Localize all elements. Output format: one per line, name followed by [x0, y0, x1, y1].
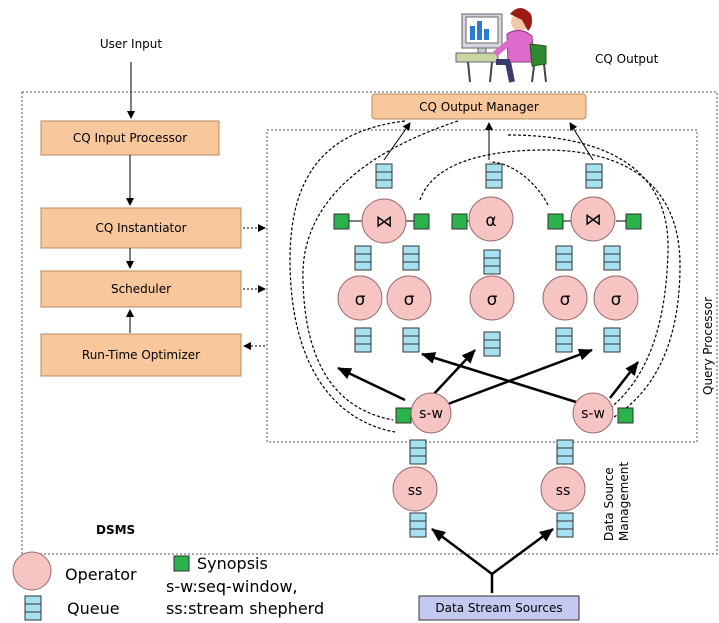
- queue: [603, 245, 621, 271]
- seq-window-operator: s-w: [572, 392, 614, 434]
- aggregate-operator: α: [468, 196, 514, 242]
- dsms-label: DSMS: [96, 523, 135, 537]
- seq-window-operator-label: s-w: [419, 406, 443, 422]
- legend-ss-definition: ss:stream shepherd: [166, 599, 324, 618]
- select-operator: σ: [542, 275, 588, 321]
- cq-output-manager-box: CQ Output Manager: [371, 93, 587, 120]
- queue: [402, 245, 420, 271]
- data-source-management-label-2: Management: [617, 462, 631, 541]
- cq-instantiator-label: CQ Instantiator: [95, 221, 186, 235]
- stream-shepherd-operator: ss: [540, 466, 586, 512]
- dsms-boundary: [21, 91, 718, 555]
- legend-sw-definition: s-w:seq-window,: [166, 577, 298, 596]
- legend-synopsis-label: Synopsis: [197, 554, 268, 573]
- cq-output-label: CQ Output: [595, 52, 659, 66]
- queue: [354, 327, 372, 353]
- queue: [485, 163, 503, 189]
- synopsis: [333, 213, 350, 230]
- queue: [354, 245, 372, 271]
- legend-operator-label: Operator: [65, 565, 137, 584]
- cq-output-manager-label: CQ Output Manager: [419, 100, 539, 114]
- cq-input-processor-label: CQ Input Processor: [73, 131, 187, 145]
- runtime-optimizer-label: Run-Time Optimizer: [82, 348, 200, 362]
- synopsis: [617, 407, 634, 424]
- select-operator: σ: [593, 275, 639, 321]
- select-operator: σ: [337, 275, 383, 321]
- runtime-optimizer-box: Run-Time Optimizer: [40, 333, 242, 377]
- select-operator-label: σ: [404, 290, 415, 310]
- cq-instantiator-box: CQ Instantiator: [40, 207, 242, 249]
- data-stream-sources-label: Data Stream Sources: [435, 601, 562, 615]
- scheduler-label: Scheduler: [111, 282, 171, 296]
- queue: [603, 327, 621, 353]
- join-operator: ⋈: [361, 198, 407, 244]
- select-operator-label: σ: [560, 290, 571, 310]
- synopsis: [625, 213, 642, 230]
- queue: [555, 327, 573, 353]
- queue: [556, 439, 574, 465]
- select-operator-label: σ: [355, 290, 366, 310]
- feedback-curves: [289, 120, 681, 433]
- queue: [409, 439, 427, 465]
- aggregate-operator-label: α: [485, 211, 496, 231]
- legend-operator-symbol: [12, 551, 52, 591]
- out-arrow-1: [383, 122, 411, 161]
- source-arrows: [431, 527, 554, 593]
- select-operator-label: σ: [611, 290, 622, 310]
- stream-fanout-arrows: [337, 348, 639, 406]
- join-operator-label: ⋈: [376, 212, 393, 232]
- synopsis: [547, 213, 564, 230]
- data-stream-sources-box: Data Stream Sources: [418, 595, 580, 621]
- select-operator: σ: [469, 275, 515, 321]
- scheduler-box: Scheduler: [40, 270, 242, 308]
- queue: [555, 245, 573, 271]
- queue: [402, 327, 420, 353]
- cq-input-processor-box: CQ Input Processor: [40, 120, 220, 156]
- queue: [375, 163, 393, 189]
- queue: [483, 249, 501, 275]
- select-operator-label: σ: [487, 290, 498, 310]
- legend-synopsis-symbol: [173, 555, 190, 572]
- queue: [483, 331, 501, 357]
- join-operator-label: ⋈: [585, 210, 602, 230]
- stream-shepherd-operator-label: ss: [408, 483, 423, 499]
- join-operator: ⋈: [570, 196, 616, 242]
- legend-queue-label: Queue: [67, 599, 120, 618]
- stream-shepherd-operator-label: ss: [556, 483, 571, 499]
- queue: [556, 512, 574, 538]
- legend-queue-symbol: [24, 595, 42, 621]
- user-input-label: User Input: [100, 37, 163, 51]
- select-operator: σ: [386, 275, 432, 321]
- synopsis: [451, 213, 468, 230]
- queue: [409, 512, 427, 538]
- legend: Operator Queue Synopsis s-w:seq-window, …: [12, 551, 324, 621]
- seq-window-operator: s-w: [410, 392, 452, 434]
- synopsis: [413, 213, 430, 230]
- data-source-management-label-1: Data Source: [602, 467, 616, 541]
- queue: [585, 163, 603, 189]
- seq-window-operator-label: s-w: [581, 406, 605, 422]
- stream-shepherd-operator: ss: [392, 466, 438, 512]
- synopsis: [395, 407, 412, 424]
- query-processor-label: Query Processor: [701, 297, 715, 395]
- user-at-computer-icon: [455, 8, 547, 83]
- query-processor-boundary: [266, 129, 698, 443]
